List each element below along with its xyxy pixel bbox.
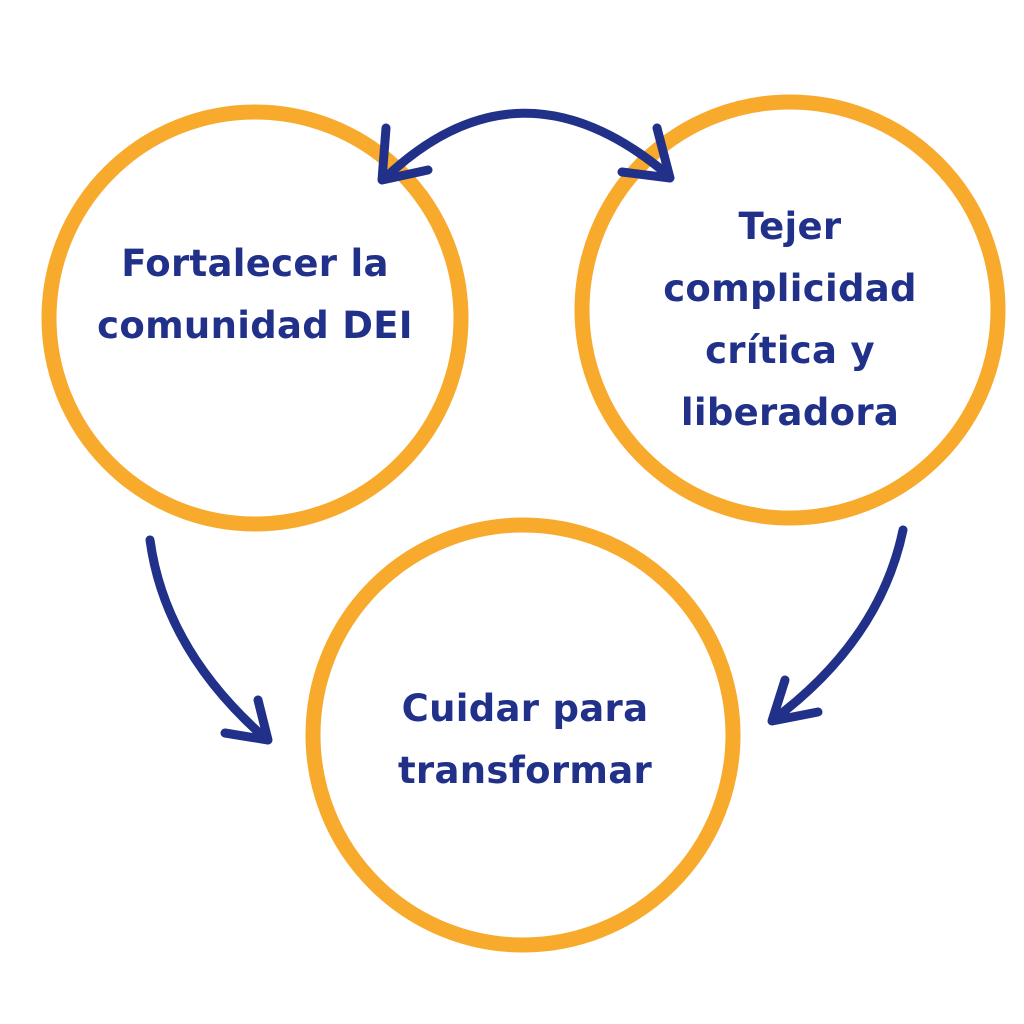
node-label-right: Tejer complicidad crítica y liberadora bbox=[590, 190, 990, 450]
arrow-left-bottom bbox=[145, 535, 273, 745]
arrowhead-left bbox=[377, 123, 433, 185]
circle-right bbox=[574, 94, 1006, 526]
node-label-bottom: Cuidar para transformar bbox=[320, 670, 730, 810]
arrowhead-right-bottom bbox=[767, 675, 823, 726]
label-text-right: Tejer complicidad crítica y liberadora bbox=[663, 205, 917, 434]
arrowhead-right bbox=[617, 123, 675, 183]
label-text-bottom: Cuidar para transformar bbox=[397, 687, 653, 792]
arrow-right-bottom bbox=[767, 525, 908, 726]
label-text-left: Fortalecer la comunidad DEI bbox=[97, 242, 413, 347]
arrow-left-right bbox=[377, 108, 675, 185]
circle-bottom bbox=[305, 517, 741, 953]
node-label-left: Fortalecer la comunidad DEI bbox=[55, 225, 455, 365]
arrowhead-left-bottom bbox=[220, 695, 273, 745]
circle-left bbox=[41, 104, 469, 532]
